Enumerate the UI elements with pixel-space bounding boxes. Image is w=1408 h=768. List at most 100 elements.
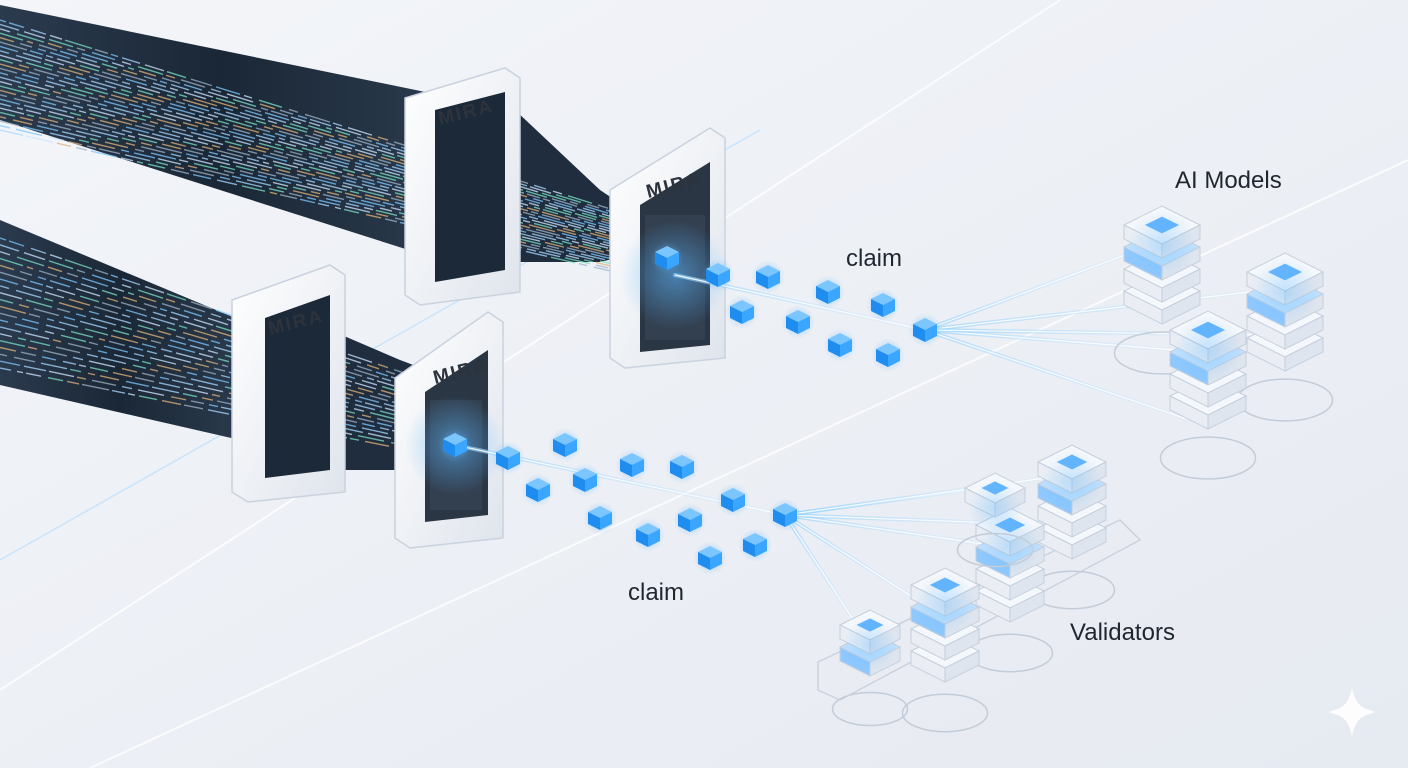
code-glyph <box>93 73 119 82</box>
code-glyph <box>244 120 258 126</box>
code-glyph <box>25 135 54 143</box>
code-glyph <box>75 287 101 297</box>
code-glyph <box>201 157 209 160</box>
code-glyph <box>271 124 299 134</box>
code-glyph <box>143 302 158 309</box>
code-glyph <box>37 120 48 125</box>
code-glyph <box>90 317 117 326</box>
code-glyph <box>307 124 332 134</box>
code-glyph <box>289 123 309 130</box>
code-glyph <box>138 295 157 303</box>
code-glyph <box>361 379 378 386</box>
code-glyph <box>369 411 397 420</box>
code-glyph <box>127 291 135 296</box>
code-glyph <box>160 108 173 113</box>
code-glyph <box>171 130 194 138</box>
code-glyph <box>197 385 224 393</box>
code-glyph <box>110 94 139 104</box>
code-glyph <box>45 324 66 331</box>
code-glyph <box>169 339 187 346</box>
code-glyph <box>305 179 316 183</box>
code-glyph <box>0 305 27 314</box>
code-glyph <box>308 166 336 175</box>
code-glyph <box>394 185 407 191</box>
code-glyph <box>76 47 86 52</box>
code-glyph <box>80 283 98 290</box>
code-glyph <box>94 269 109 275</box>
code-glyph <box>366 145 375 150</box>
code-glyph <box>379 427 390 431</box>
code-glyph <box>263 126 274 130</box>
code-glyph <box>364 164 383 171</box>
code-glyph <box>150 316 176 326</box>
code-glyph <box>121 278 141 286</box>
code-glyph <box>45 80 66 87</box>
code-glyph <box>101 302 122 310</box>
code-glyph <box>88 108 116 117</box>
code-glyph <box>357 434 385 442</box>
code-glyph <box>186 371 198 376</box>
code-glyph <box>43 62 54 67</box>
code-glyph <box>59 276 78 284</box>
code-glyph <box>584 249 610 257</box>
code-glyph <box>23 365 47 372</box>
code-glyph <box>88 310 100 315</box>
code-glyph <box>48 370 75 378</box>
code-glyph <box>335 126 362 136</box>
code-glyph <box>193 162 219 170</box>
code-glyph <box>205 360 219 365</box>
code-glyph <box>528 202 540 207</box>
code-glyph <box>345 423 357 428</box>
code-glyph <box>58 321 79 328</box>
code-glyph <box>166 71 187 79</box>
code-glyph <box>535 228 561 237</box>
code-glyph <box>597 204 609 209</box>
code-glyph <box>530 243 541 248</box>
code-glyph <box>0 54 23 63</box>
code-glyph <box>383 166 408 175</box>
code-glyph <box>90 150 118 158</box>
code-glyph <box>170 396 187 401</box>
code-glyph <box>323 160 349 169</box>
code-glyph <box>537 215 566 225</box>
code-glyph <box>367 188 392 196</box>
code-glyph <box>216 149 244 158</box>
code-glyph <box>376 380 395 387</box>
code-glyph <box>17 85 27 90</box>
code-glyph <box>357 153 374 159</box>
code-glyph <box>324 140 339 146</box>
code-glyph <box>231 175 242 180</box>
code-glyph <box>346 415 355 419</box>
code-glyph <box>104 80 132 90</box>
code-glyph <box>232 124 260 134</box>
code-glyph <box>29 280 44 286</box>
code-glyph <box>552 190 563 195</box>
code-glyph <box>189 169 215 177</box>
code-glyph <box>110 53 119 58</box>
code-glyph <box>121 137 137 143</box>
code-glyph <box>555 194 582 204</box>
code-glyph <box>345 195 356 200</box>
code-glyph <box>141 372 156 377</box>
code-glyph <box>304 134 321 141</box>
code-glyph <box>60 88 87 97</box>
code-glyph <box>93 305 119 315</box>
code-glyph <box>25 299 53 308</box>
code-glyph <box>18 64 30 69</box>
code-glyph <box>68 298 91 307</box>
code-glyph <box>29 340 51 347</box>
code-glyph <box>356 175 375 182</box>
code-glyph <box>40 362 68 370</box>
code-glyph <box>577 244 605 253</box>
code-glyph <box>220 154 243 162</box>
code-glyph <box>137 66 164 76</box>
code-glyph <box>0 28 11 33</box>
code-glyph <box>318 175 338 182</box>
code-glyph <box>210 340 221 344</box>
claim-cube <box>725 295 759 329</box>
code-glyph <box>169 316 179 321</box>
code-glyph <box>335 150 343 154</box>
code-glyph <box>361 414 372 418</box>
code-glyph <box>296 170 316 177</box>
code-glyph <box>330 158 350 166</box>
